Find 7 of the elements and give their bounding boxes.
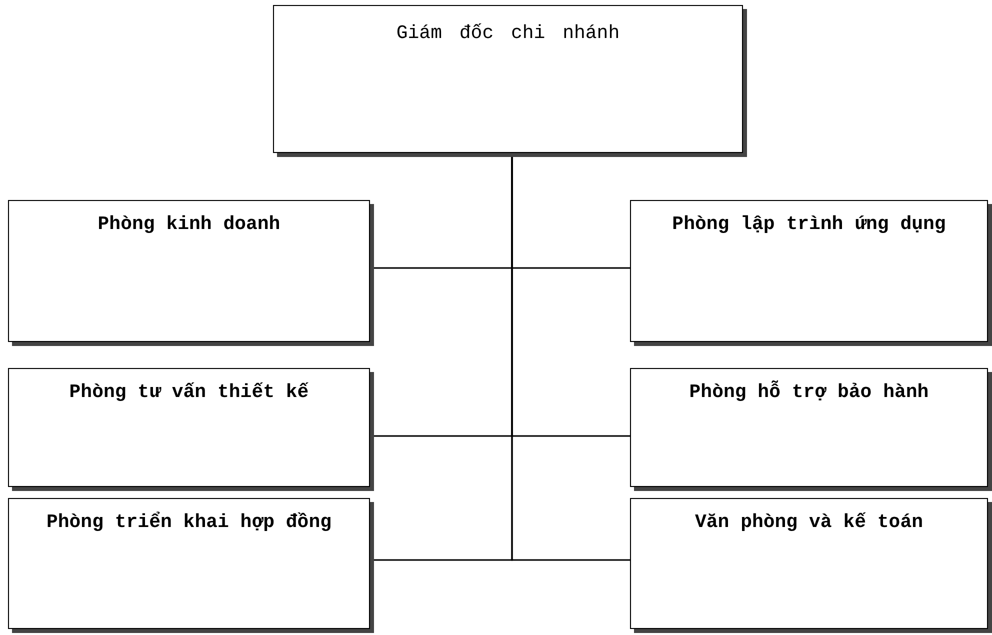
department-name: Phòng lập trình ứng dụng [672, 212, 946, 237]
department-name: Văn phòng và kế toán [694, 510, 924, 535]
department-name: Phòng hỗ trợ bảo hành [689, 379, 929, 405]
department-name: Giám đốc chi nhánh [396, 21, 620, 46]
department-name: Phòng kinh doanh [98, 212, 280, 237]
department-name: Phòng tư vấn thiết kế [69, 380, 309, 405]
department-name: Phòng triển khai hợp đồng [46, 510, 332, 535]
